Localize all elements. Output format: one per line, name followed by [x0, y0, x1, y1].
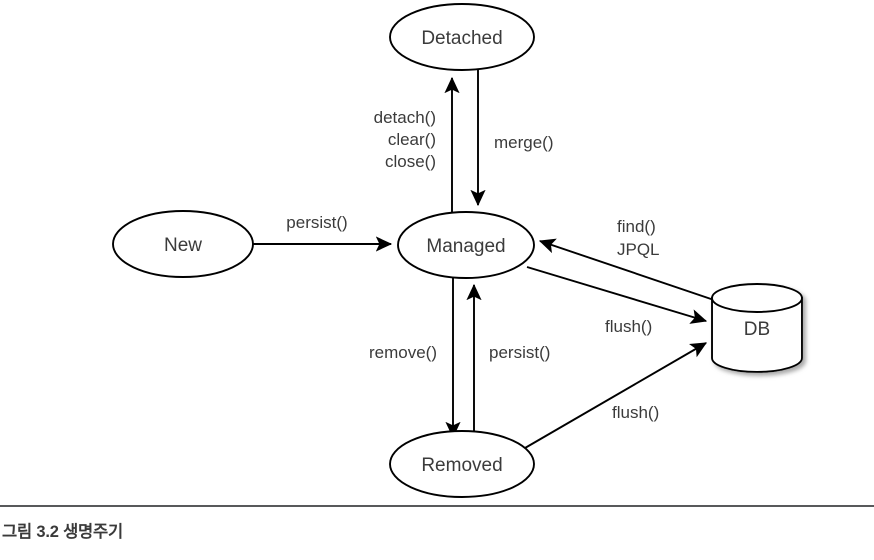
new-ellipse: [112, 210, 254, 278]
edge-removed-to-db: [524, 342, 707, 449]
db-cylinder-top: [711, 283, 803, 313]
edge-db-to-managed: [538, 238, 715, 301]
edge-label-flush-removed: flush(): [612, 403, 659, 422]
db-label: DB: [744, 319, 770, 340]
detached-label: Detached: [421, 28, 502, 49]
lifecycle-diagram: Detached New Managed Removed DB detach()…: [112, 3, 803, 498]
db-cylinder-body: [711, 297, 803, 373]
edge-label-detach: detach(): [374, 108, 436, 127]
edge-label-persist-removed: persist(): [489, 343, 550, 362]
node-removed[interactable]: Removed: [389, 430, 535, 498]
edge-label-close: close(): [385, 152, 436, 171]
node-new[interactable]: New: [112, 210, 254, 278]
edge-label-jpql: JPQL: [617, 240, 660, 259]
edge-label-remove: remove(): [369, 343, 437, 362]
edge-label-merge: merge(): [494, 133, 554, 152]
node-detached[interactable]: Detached: [389, 3, 535, 71]
removed-ellipse: [389, 430, 535, 498]
caption-divider: [0, 505, 874, 507]
edge-label-flush-managed: flush(): [605, 317, 652, 336]
removed-label: Removed: [421, 455, 502, 476]
detached-ellipse: [389, 3, 535, 71]
figure-caption: 그림 3.2 생명주기: [2, 523, 123, 541]
node-managed[interactable]: Managed: [397, 211, 535, 279]
figure-caption-block: 그림 3.2 생명주기: [0, 505, 874, 542]
managed-label: Managed: [426, 236, 505, 257]
node-db[interactable]: DB: [711, 283, 803, 373]
new-label: New: [164, 235, 202, 256]
edge-managed-to-db: [526, 266, 708, 324]
edge-label-clear: clear(): [388, 130, 436, 149]
edge-label-persist-new: persist(): [286, 213, 347, 232]
managed-ellipse: [397, 211, 535, 279]
edge-label-find: find(): [617, 217, 656, 236]
